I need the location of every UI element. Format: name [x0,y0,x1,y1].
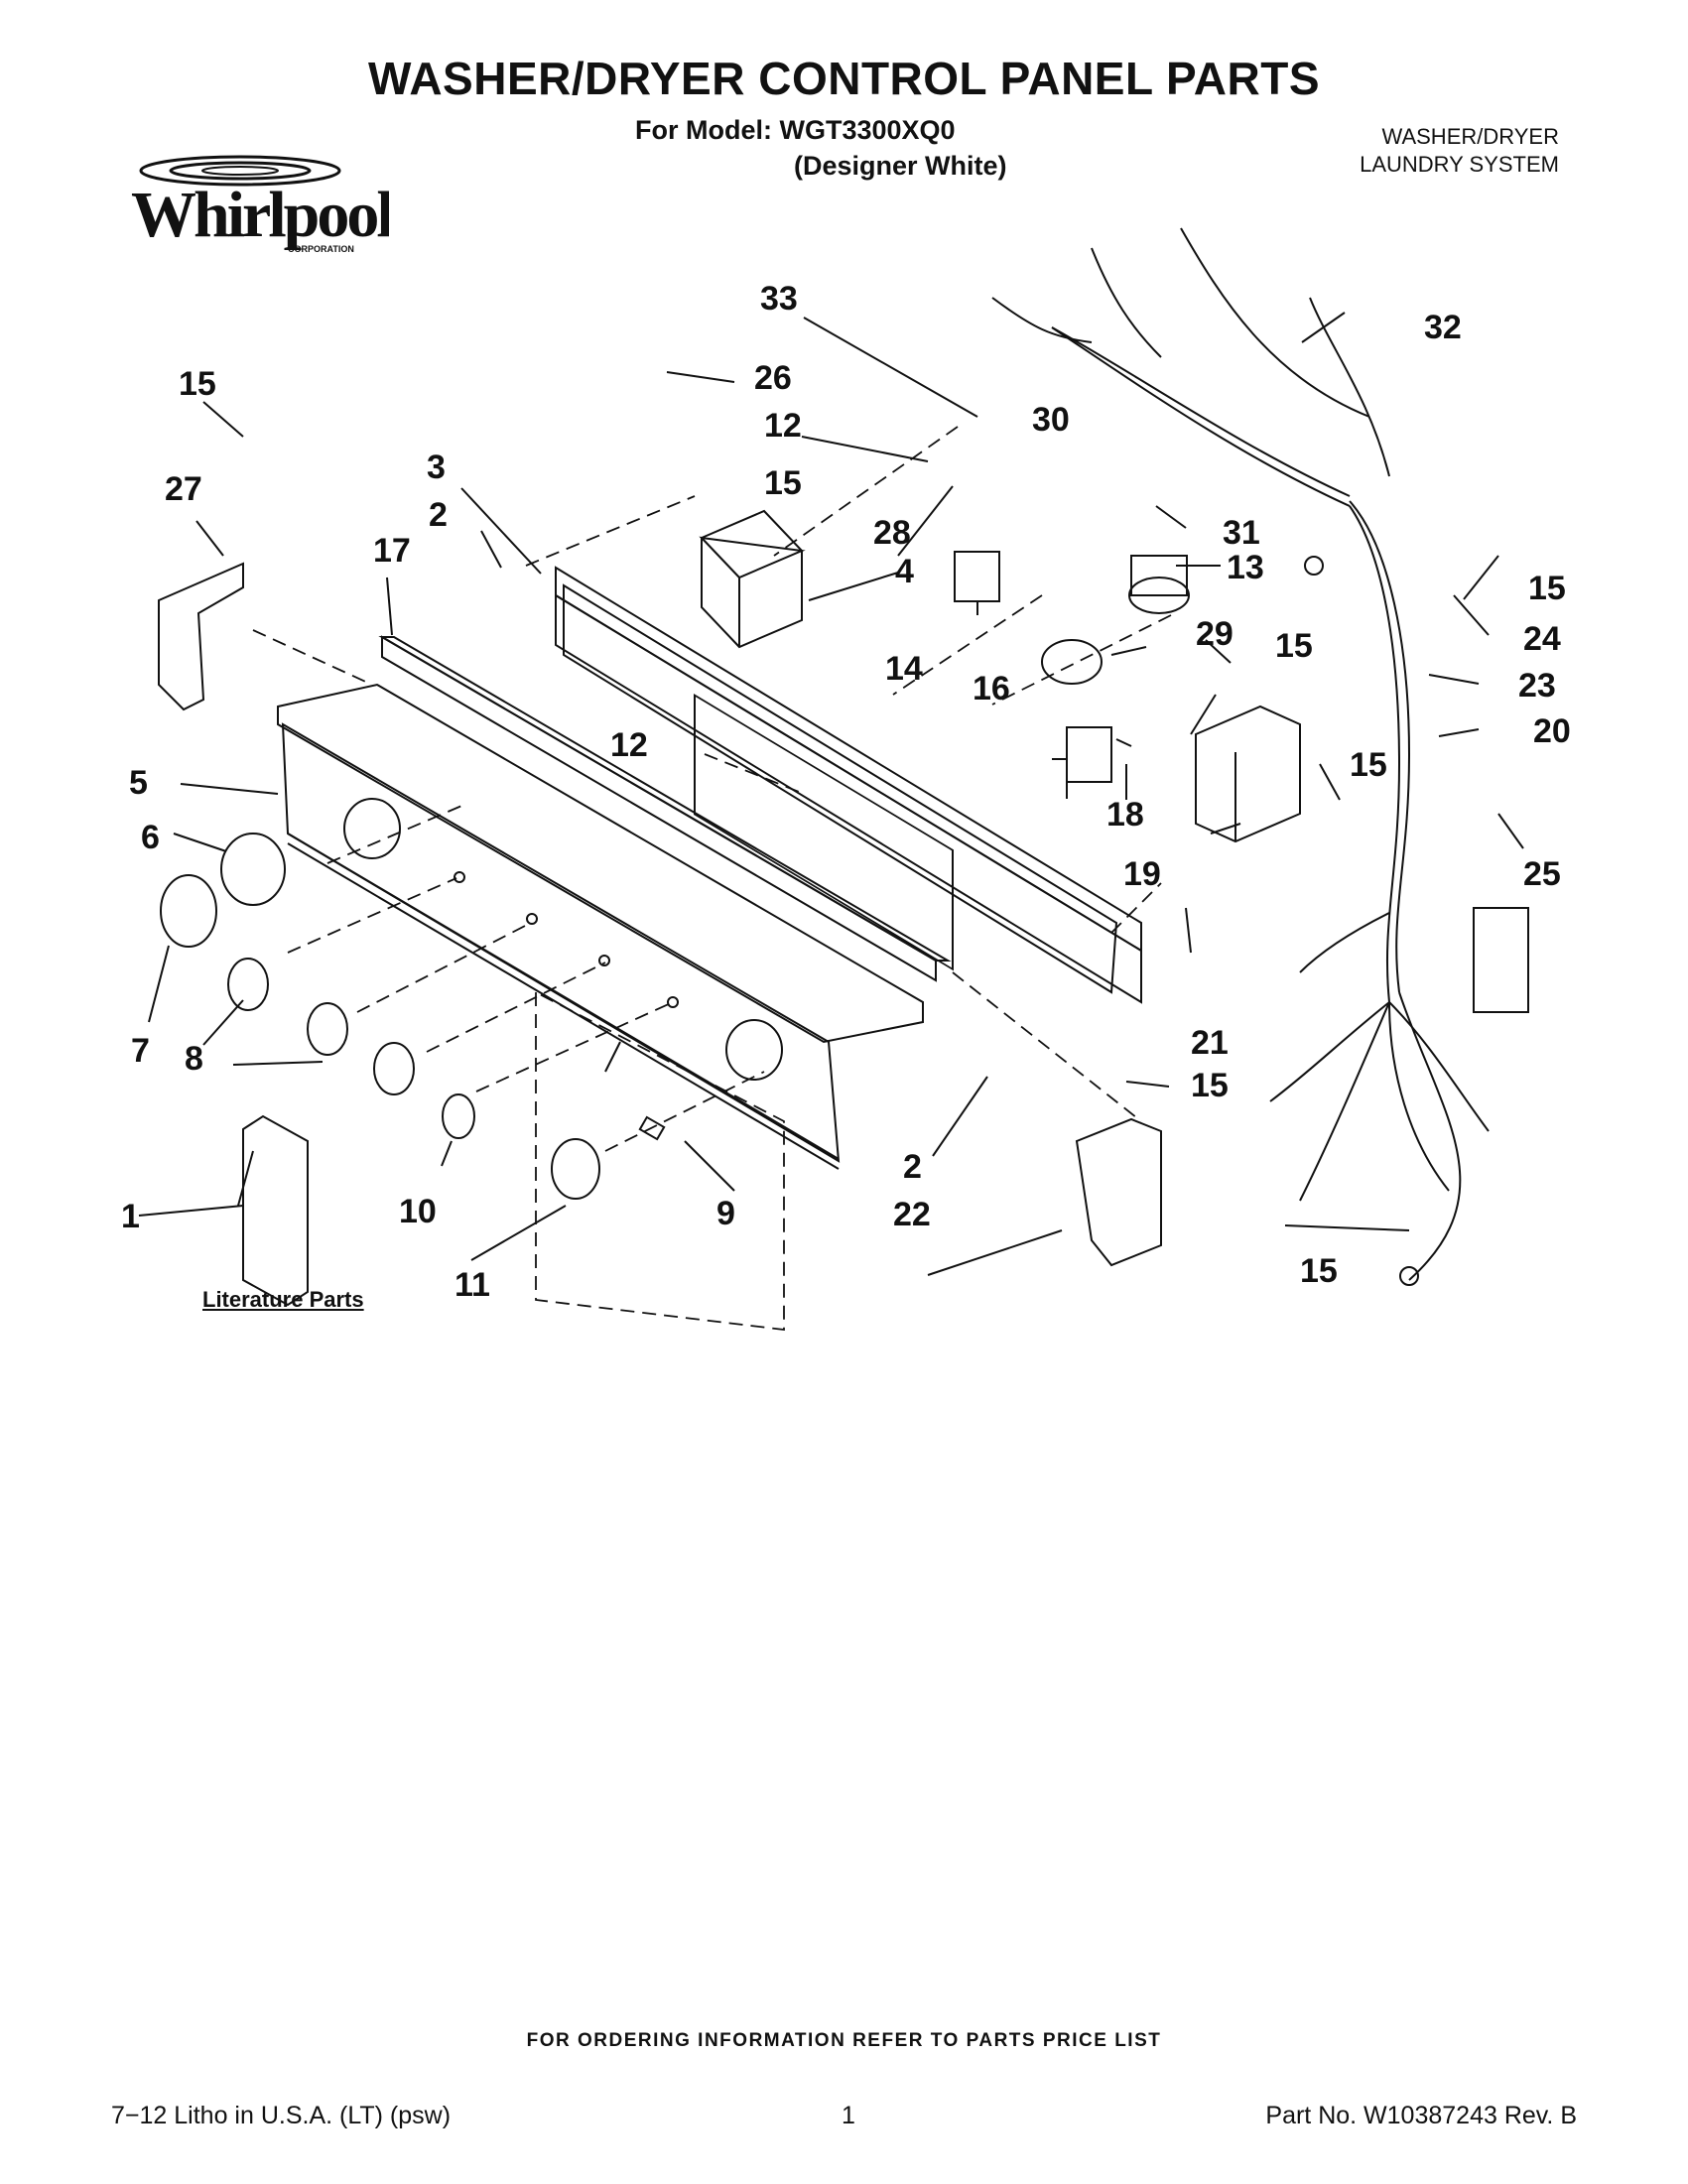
ordering-note: FOR ORDERING INFORMATION REFER TO PARTS … [526,2030,1162,2051]
svg-text:CORPORATION: CORPORATION [288,244,354,254]
assembly-guides [252,426,1172,1332]
callout-10: 10 [399,1193,437,1230]
callout-15-lower: 15 [1191,1067,1229,1104]
callout-12-mid: 12 [610,726,648,764]
print-info: 7−12 Litho in U.S.A. (LT) (psw) [111,2102,452,2129]
callout-24: 24 [1523,620,1561,658]
knob-group [160,833,666,1200]
callout-17: 17 [373,532,411,570]
timer-block [699,509,806,649]
callout-6: 6 [141,819,160,856]
exploded-parts-diagram [138,227,1529,1332]
rotary-switch [954,551,1000,615]
callout-2-top: 2 [429,496,448,534]
part-number: Part No. W10387243 Rev. B [1265,2102,1577,2129]
support-rail [378,635,952,982]
callout-11: 11 [454,1266,490,1304]
callout-23: 23 [1518,667,1556,705]
callout-18: 18 [1106,796,1144,834]
callout-14: 14 [885,650,923,688]
svg-text:Whirlpool: Whirlpool [131,179,389,251]
front-console [277,683,924,1170]
literature-booklet [242,1114,309,1307]
callout-15-top-left: 15 [179,365,216,403]
callout-32: 32 [1424,309,1462,346]
callout-12-top: 12 [764,407,802,445]
callout-3: 3 [427,449,446,486]
system-label: WASHER/DRYER LAUNDRY SYSTEM [1360,123,1559,179]
wiring-harness [991,227,1529,1286]
callout-31: 31 [1223,514,1260,552]
callout-15-bottom: 15 [1300,1252,1338,1290]
callout-25: 25 [1523,855,1561,893]
console-back-panel [555,566,1142,1004]
end-cap-left [158,562,244,711]
callout-33: 33 [760,280,798,318]
page-number: 1 [842,2102,855,2129]
callout-22: 22 [893,1196,931,1233]
pressure-switch [1128,555,1190,614]
model-number: For Model: WGT3300XQ0 [635,115,956,145]
callout-1: 1 [121,1198,140,1235]
model-variant: (Designer White) [794,151,1007,181]
selector-switch [1041,639,1103,685]
system-label-line1: WASHER/DRYER [1381,124,1559,149]
leader-lines [138,312,1524,1276]
callout-7: 7 [131,1032,150,1070]
callout-2-bottom: 2 [903,1148,922,1186]
callout-13: 13 [1227,549,1264,586]
callout-15-mid: 15 [1275,627,1313,665]
cycle-switch [1052,726,1112,799]
whirlpool-logo: Whirlpool CORPORATION [131,155,389,254]
callout-20: 20 [1533,712,1571,750]
callout-15-upper: 15 [764,464,802,502]
callout-19: 19 [1123,855,1161,893]
control-module [1195,705,1301,843]
callout-16: 16 [973,670,1010,707]
callout-27: 27 [165,470,202,508]
callout-29: 29 [1196,615,1234,653]
callout-4: 4 [895,553,914,590]
page-title: WASHER/DRYER CONTROL PANEL PARTS [367,53,1321,104]
end-cap-right [1075,1117,1162,1267]
callout-21: 21 [1191,1024,1229,1062]
literature-parts-label: Literature Parts [202,1287,364,1312]
callout-30: 30 [1032,401,1070,439]
callout-8: 8 [185,1040,203,1078]
callout-5: 5 [129,764,148,802]
system-label-line2: LAUNDRY SYSTEM [1360,152,1559,177]
callout-15-mid-right: 15 [1350,746,1387,784]
callout-28: 28 [873,514,911,552]
callout-9: 9 [716,1195,735,1232]
callout-26: 26 [754,359,792,397]
callout-15-right: 15 [1528,570,1566,607]
